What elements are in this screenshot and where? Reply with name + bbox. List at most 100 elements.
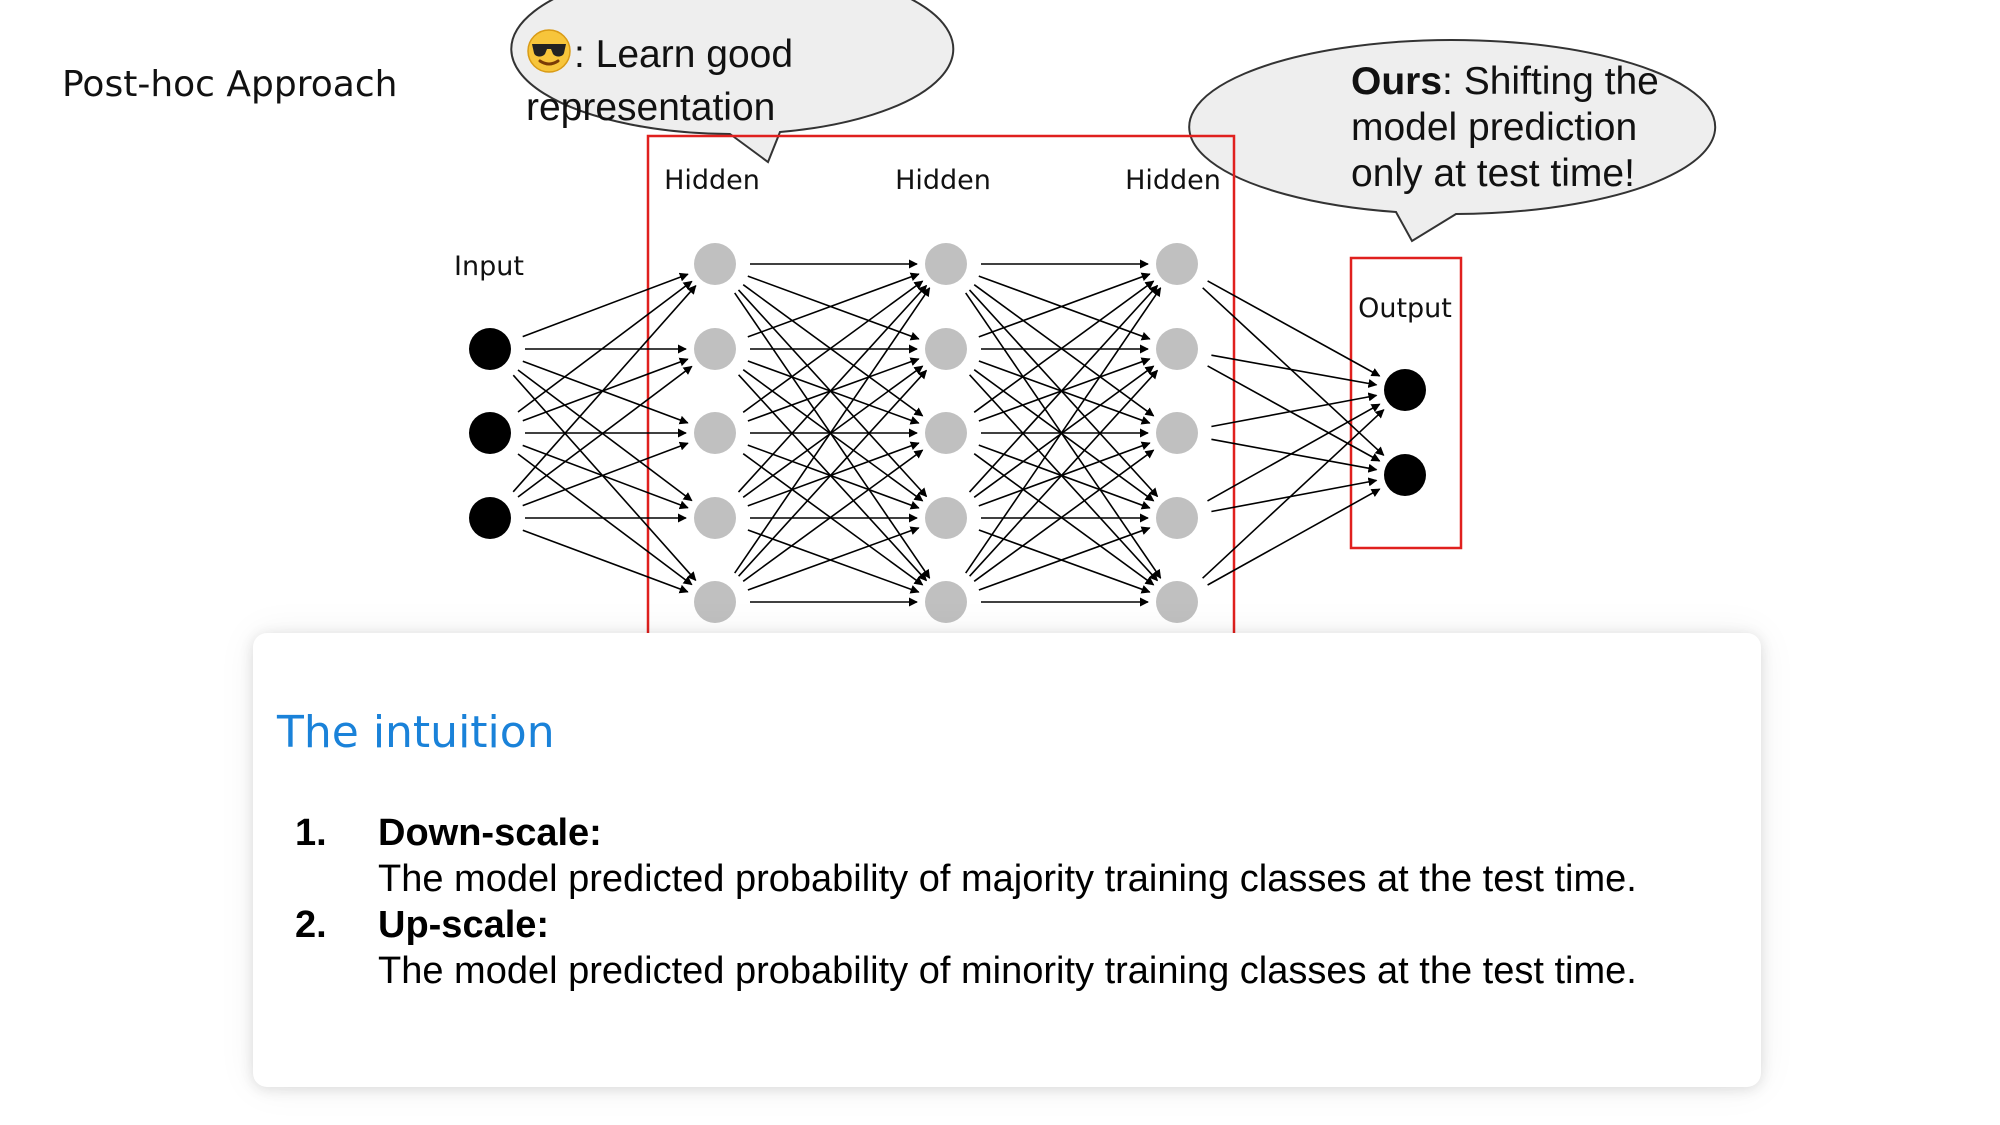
bubble-left-text: : Learn good representation [526, 28, 906, 131]
list-item-number: 2. [295, 904, 327, 946]
connection-arrow [978, 444, 1151, 510]
hidden-2-node [925, 497, 967, 539]
connection-arrow [517, 365, 693, 498]
connection-arrow [747, 360, 920, 425]
hidden-layer-label-3: Hidden [1125, 165, 1221, 196]
connection-arrow [747, 444, 920, 510]
connection-arrow [742, 365, 924, 498]
connection-arrow [973, 280, 1155, 413]
bubble-right-line3: only at test time! [1351, 152, 1635, 195]
network-nodes [469, 243, 1426, 623]
connection-arrow [747, 357, 920, 422]
connection-arrow [978, 526, 1151, 591]
connection-arrow [1207, 488, 1381, 586]
connection-arrow [747, 526, 920, 591]
connection-arrow [1207, 280, 1381, 377]
bubble-left-line1: : Learn good [574, 33, 794, 76]
speech-bubble-left [510, 0, 955, 164]
connection-arrow [969, 374, 1159, 582]
connection-arrow [969, 369, 1159, 577]
connection-arrow [1202, 409, 1385, 579]
connection-arrow [747, 272, 920, 338]
ours-label: Ours [1351, 60, 1443, 103]
connection-arrow [747, 529, 920, 594]
bubble-right-text: Ours: Shifting the model prediction only… [1351, 59, 1751, 197]
connection-arrow [978, 272, 1151, 338]
input-node [469, 328, 511, 370]
connection-arrow [512, 285, 697, 493]
connection-arrow [973, 365, 1155, 498]
hidden-1-node [694, 328, 736, 370]
bubble-right-line1: : Shifting the [1442, 60, 1659, 103]
list-item-description: The model predicted probability of minor… [378, 950, 1637, 992]
connection-arrow [742, 449, 924, 582]
connection-arrow [517, 369, 693, 502]
list-item-title: Down-scale: [378, 812, 602, 854]
connection-arrow [517, 280, 693, 413]
hidden-2-node [925, 412, 967, 454]
hidden-3-node [1156, 243, 1198, 285]
card-title: The intuition [277, 707, 555, 758]
connection-arrow [734, 287, 931, 574]
hidden-3-node [1156, 497, 1198, 539]
hidden-1-node [694, 412, 736, 454]
connection-arrow [968, 289, 1159, 498]
connection-arrow [1202, 287, 1385, 456]
input-node [469, 412, 511, 454]
connection-arrow [737, 289, 928, 498]
bubble-right-line2: model prediction [1351, 106, 1638, 149]
intuition-card: The intuition 1. Down-scale: The model p… [253, 633, 1761, 1087]
output-node [1384, 369, 1426, 411]
connection-arrow [747, 275, 920, 341]
connection-arrow [522, 444, 689, 510]
hidden-layer-label-1: Hidden [664, 165, 760, 196]
connection-arrow [522, 272, 689, 338]
connection-arrow [1211, 438, 1378, 473]
hidden-2-node [925, 243, 967, 285]
connection-arrow [968, 284, 1159, 493]
connection-arrow [742, 369, 924, 502]
hidden-1-node [694, 581, 736, 623]
network-edges [512, 259, 1385, 607]
connection-arrow [738, 369, 928, 577]
connection-arrow [965, 287, 1162, 574]
connection-arrow [738, 374, 928, 582]
connection-arrow [973, 449, 1155, 582]
connection-arrow [1211, 477, 1378, 513]
approach-label: Post-hoc Approach [62, 64, 398, 105]
hidden-2-node [925, 328, 967, 370]
network-image-backdrop [412, 140, 1478, 640]
input-layer-label: Input [454, 251, 524, 282]
hidden-3-node [1156, 328, 1198, 370]
hidden-layer-label-2: Hidden [895, 165, 991, 196]
connection-arrow [742, 280, 924, 413]
connection-arrow [737, 284, 928, 493]
bubble-left-line2: representation [526, 86, 776, 129]
connection-arrow [978, 529, 1151, 594]
output-layer-highlight-box [1349, 256, 1463, 550]
hidden-1-node [694, 243, 736, 285]
hidden-3-node [1156, 581, 1198, 623]
input-node [469, 497, 511, 539]
connection-arrow [522, 357, 689, 422]
connection-arrow [1211, 392, 1378, 428]
connection-arrow [978, 441, 1151, 507]
connection-arrow [1207, 365, 1381, 462]
hidden-2-node [925, 581, 967, 623]
connection-arrow [1207, 403, 1381, 502]
connection-arrow [522, 441, 689, 507]
connection-arrow [978, 275, 1151, 341]
hidden-1-node [694, 497, 736, 539]
output-node [1384, 454, 1426, 496]
connection-arrow [978, 357, 1151, 422]
connection-arrow [1211, 354, 1378, 388]
output-layer-label: Output [1358, 293, 1452, 324]
speech-bubble-right [1188, 39, 1717, 243]
connection-arrow [512, 374, 697, 581]
list-item-number: 1. [295, 812, 327, 854]
connection-arrow [522, 360, 689, 425]
connection-arrow [973, 284, 1155, 417]
connection-arrow [973, 369, 1155, 502]
hidden-3-node [1156, 412, 1198, 454]
connection-arrow [978, 360, 1151, 425]
